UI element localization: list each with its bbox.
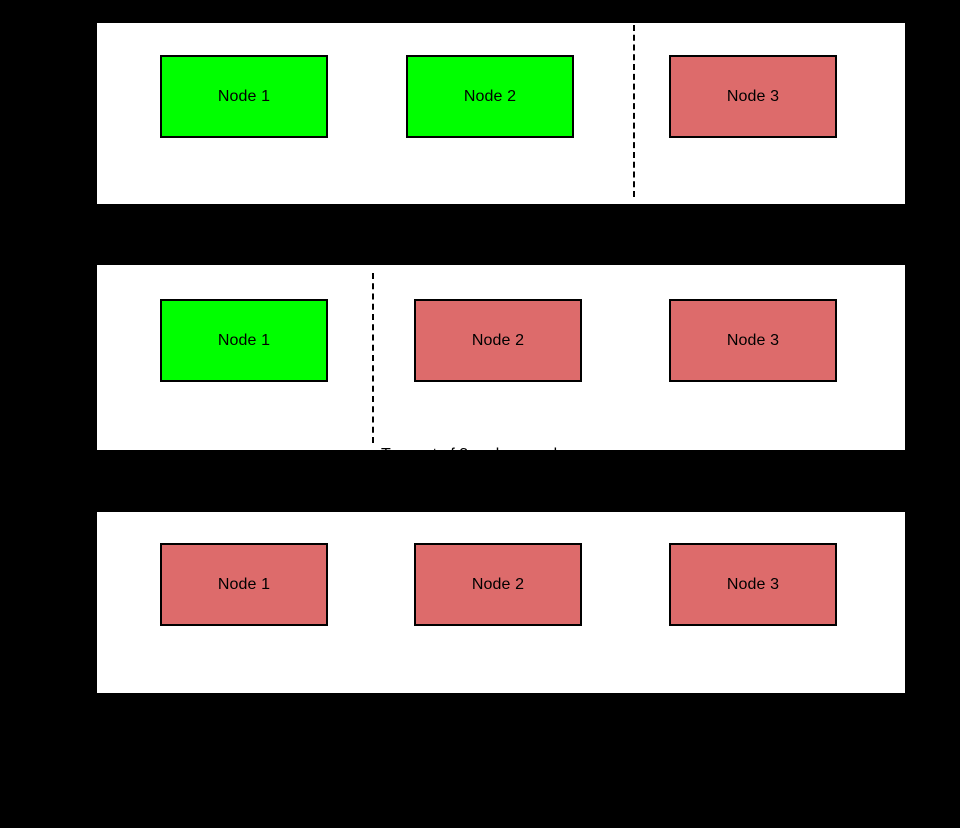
scenario-caption: All Nodes are down Majority Fails & Clus… <box>321 644 681 828</box>
node-box-2[interactable]: Node 2 <box>414 299 582 382</box>
caption-line-1: All Nodes are down <box>431 693 571 710</box>
node-box-2[interactable]: Node 2 <box>406 55 574 138</box>
node-label: Node 2 <box>463 87 517 105</box>
node-label: Node 1 <box>217 87 271 105</box>
caption-line-1: Two out of 3 nodes are down <box>381 446 587 463</box>
node-box-1[interactable]: Node 1 <box>160 543 328 626</box>
scenario-panel-all-down: Node 1 Node 2 Node 3 All Nodes are down … <box>97 512 905 779</box>
node-box-1[interactable]: Node 1 <box>160 55 328 138</box>
diagram-canvas: Node 1 Node 2 Node 3 Two out of 3 nodes … <box>97 23 905 779</box>
node-label: Node 2 <box>471 575 525 593</box>
node-box-3[interactable]: Node 3 <box>669 543 837 626</box>
node-box-3[interactable]: Node 3 <box>669 55 837 138</box>
quorum-divider-line <box>372 273 374 443</box>
node-box-1[interactable]: Node 1 <box>160 299 328 382</box>
node-label: Node 3 <box>726 331 780 349</box>
node-label: Node 2 <box>471 331 525 349</box>
caption-line-1: Two out of 3 nodes are up <box>422 218 608 235</box>
node-label: Node 1 <box>217 575 271 593</box>
node-box-2[interactable]: Node 2 <box>414 543 582 626</box>
caption-line-2: Majority Fails & Cluster Stops <box>396 762 606 779</box>
node-box-3[interactable]: Node 3 <box>669 299 837 382</box>
scenario-panel-majority-down: Node 1 Node 2 Node 3 Two out of 3 nodes … <box>97 265 905 532</box>
quorum-divider-line <box>633 25 635 197</box>
node-label: Node 1 <box>217 331 271 349</box>
node-label: Node 3 <box>726 575 780 593</box>
scenario-panel-majority-up: Node 1 Node 2 Node 3 Two out of 3 nodes … <box>97 23 905 304</box>
node-label: Node 3 <box>726 87 780 105</box>
